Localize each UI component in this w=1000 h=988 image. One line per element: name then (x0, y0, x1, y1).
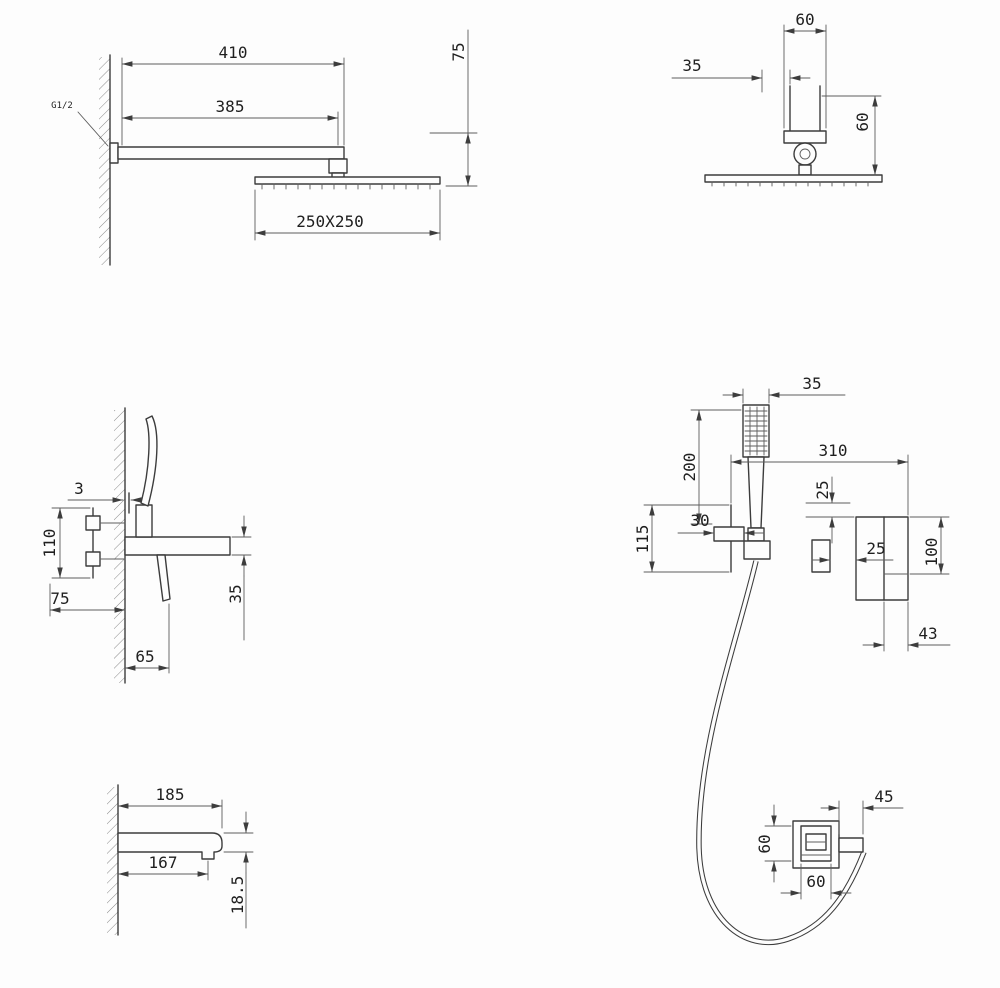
hand-shower (742, 404, 771, 560)
spout-body (117, 832, 223, 860)
dim-top-offset: 25 (805, 476, 855, 544)
shower-head-front (704, 174, 883, 187)
view-rain-shower-front: 60 35 60 (671, 10, 883, 187)
dim-label: 35 (802, 374, 821, 393)
supply-pipe (783, 85, 827, 176)
dim-label: 100 (922, 538, 941, 567)
dim-head-drop: 75 (429, 29, 478, 187)
dim-label: 30 (690, 511, 709, 530)
dim-label: 65 (135, 647, 154, 666)
thread-label: G1/2 (51, 101, 109, 147)
supply-stub (713, 526, 745, 542)
mixer-body (124, 504, 231, 602)
dim-outlet-height: 60 (755, 804, 792, 883)
dim-bracket-height: 100 (909, 516, 950, 575)
dim-label: 60 (806, 872, 825, 891)
dim-label: 200 (680, 453, 699, 482)
dim-label: 35 (682, 56, 701, 75)
shower-arm (109, 142, 348, 179)
dim-label: 385 (216, 97, 245, 116)
dim-outlet-reach: 167 (117, 853, 209, 881)
dim-label: 310 (819, 441, 848, 460)
dim-spout-height: 18.5 (223, 811, 254, 929)
dim-pipe-offset: 35 (671, 56, 811, 93)
dim-handle-reach: 65 (124, 603, 170, 674)
dim-label: 250X250 (296, 212, 363, 231)
dim-hose-drop: 200 (680, 409, 742, 525)
view-rain-shower-side: G1/2 410 385 75 250X250 (51, 29, 478, 266)
dim-label: 60 (795, 10, 814, 29)
dim-head-width: 35 (722, 374, 846, 404)
outlet-elbow (743, 540, 771, 560)
dim-head-height: 60 (821, 95, 882, 176)
dim-plate-height: 115 (633, 504, 730, 573)
dim-label: 75 (449, 42, 468, 61)
dim-label: 185 (156, 785, 185, 804)
dim-label: 60 (853, 112, 872, 131)
view-hand-shower-front: 35 200 310 25 30 (633, 374, 951, 946)
dim-label: 43 (918, 624, 937, 643)
dim-flange-width: 60 (783, 10, 827, 129)
spray-face-grid (744, 406, 768, 456)
hose-nut (747, 527, 765, 542)
outlet-body (792, 820, 864, 869)
dim-bracket-depth: 43 (862, 601, 951, 652)
view-spout-side: 185 167 18.5 (107, 784, 254, 936)
nozzle-ticks (261, 183, 431, 190)
dim-spout-length: 185 (117, 785, 223, 829)
dim-label: 25 (813, 480, 832, 499)
dim-label: 167 (149, 853, 178, 872)
hand-shower-handle (747, 456, 765, 529)
dim-arm-inner: 385 (121, 97, 339, 146)
shower-head (254, 176, 441, 190)
dim-inlet: 30 (677, 511, 765, 536)
dim-label: 3 (74, 479, 84, 498)
dim-holder-gap: 25 (811, 539, 894, 563)
view-mixer-side: 3 110 35 75 65 (40, 407, 252, 684)
shower-hose (696, 560, 867, 946)
thread-size-label: G1/2 (51, 101, 73, 111)
dim-label: 35 (226, 584, 245, 603)
dim-label: 115 (633, 525, 652, 554)
mixer-handle (156, 554, 171, 602)
nozzle-ticks (711, 181, 869, 187)
dim-stub-length: 45 (820, 787, 904, 835)
dim-label: 18.5 (228, 876, 247, 915)
dim-label: 60 (755, 834, 774, 853)
dim-span: 310 (730, 441, 909, 516)
dim-valve-depth: 75 (49, 583, 126, 617)
wall-bracket (855, 516, 909, 601)
dim-label: 75 (50, 589, 69, 608)
hose-holder (811, 539, 831, 573)
dim-body-height: 35 (226, 515, 252, 641)
dim-outlet-width: 60 (780, 863, 852, 900)
dim-label: 110 (40, 529, 59, 558)
dim-valve-spacing: 110 (40, 507, 91, 579)
dim-label: 45 (874, 787, 893, 806)
inwall-valve (85, 507, 126, 579)
dim-label: 25 (866, 539, 885, 558)
view-outlet-front: 45 60 60 (755, 787, 904, 900)
dim-head-size: 250X250 (254, 189, 441, 241)
hose-stub (838, 837, 864, 853)
hand-shower-wand (140, 415, 158, 507)
wall-section (99, 54, 111, 266)
dim-label: 410 (219, 43, 248, 62)
wall-section (107, 784, 119, 936)
dim-wall-gap: 3 (67, 479, 142, 503)
dim-arm-length: 410 (121, 43, 345, 146)
